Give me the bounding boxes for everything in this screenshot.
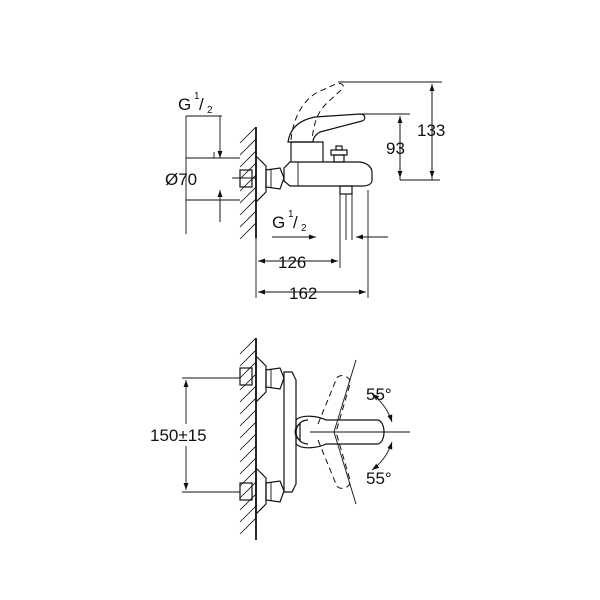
label-133: 133 bbox=[417, 121, 445, 140]
mixer-body bbox=[283, 161, 373, 187]
svg-text:/: / bbox=[293, 213, 298, 232]
label-g-left-base: G bbox=[178, 95, 191, 114]
angle-arc-upper bbox=[371, 393, 393, 423]
svg-text:/: / bbox=[199, 95, 204, 114]
label-162: 162 bbox=[289, 284, 317, 303]
lever-rotated-lower bbox=[317, 431, 351, 489]
label-g-left-sub: 2 bbox=[207, 105, 213, 116]
spout-outlet bbox=[339, 185, 353, 195]
nut-lower bbox=[265, 480, 285, 503]
label-126: 126 bbox=[278, 253, 306, 272]
label-93: 93 bbox=[386, 139, 405, 158]
wall-connector-upper bbox=[239, 367, 253, 386]
label-g-left-sup: 1 bbox=[194, 91, 200, 102]
dim-g-half-spout: G 1 / 2 bbox=[272, 209, 388, 240]
mixer-lever bbox=[287, 113, 366, 143]
eccentric-nut bbox=[265, 167, 285, 190]
top-view: 55° 55° 150±15 bbox=[150, 337, 410, 540]
lever-top bbox=[295, 415, 385, 449]
cartridge-cap bbox=[295, 419, 309, 445]
mixer-body-top bbox=[283, 371, 297, 493]
diverter-knob bbox=[330, 145, 348, 163]
wall-connector bbox=[239, 169, 253, 188]
label-diameter: Ø70 bbox=[165, 170, 197, 189]
lever-rotated-upper bbox=[317, 375, 351, 433]
wall-hatching-top bbox=[239, 126, 257, 240]
label-angle-upper: 55° bbox=[366, 385, 392, 404]
side-view: G 1 / 2 Ø70 G 1 / 2 93 bbox=[165, 81, 445, 303]
lever-raised-outline bbox=[290, 83, 344, 141]
dim-diameter: Ø70 bbox=[165, 152, 256, 189]
nut-upper bbox=[265, 367, 285, 390]
label-angle-lower: 55° bbox=[366, 469, 392, 488]
angle-arc-lower bbox=[371, 441, 393, 471]
label-g-spout-sub: 2 bbox=[301, 223, 307, 234]
label-g-spout-sup: 1 bbox=[288, 209, 294, 220]
dim-centers: 150±15 bbox=[150, 377, 240, 493]
wall-connector-lower bbox=[239, 482, 253, 501]
dim-height-133: 133 bbox=[338, 81, 445, 180]
dim-g-half-left: G 1 / 2 bbox=[178, 91, 240, 234]
label-150: 150±15 bbox=[150, 426, 207, 445]
escutcheon-lower bbox=[255, 466, 267, 516]
escutcheon bbox=[255, 154, 267, 204]
cartridge-housing bbox=[290, 141, 324, 162]
label-g-spout-base: G bbox=[272, 213, 285, 232]
dim-depth-126: 126 bbox=[255, 238, 341, 298]
escutcheon-upper bbox=[255, 354, 267, 404]
dim-depth-162: 162 bbox=[258, 284, 366, 303]
dim-height-93: 93 bbox=[358, 113, 440, 181]
